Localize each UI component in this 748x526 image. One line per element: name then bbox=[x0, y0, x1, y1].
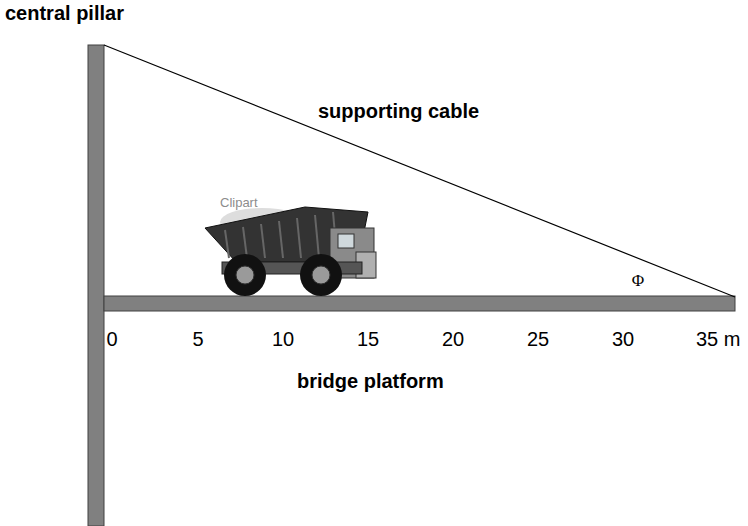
hub bbox=[236, 266, 254, 284]
cab-window bbox=[338, 234, 354, 248]
cable bbox=[104, 45, 735, 297]
watermark: Clipart bbox=[220, 196, 258, 211]
pillar bbox=[88, 45, 104, 526]
tick-label: 0 bbox=[106, 328, 117, 351]
angle-symbol: Φ bbox=[632, 271, 644, 291]
tick-label: 35 m bbox=[696, 328, 740, 351]
tick-label: 15 bbox=[357, 328, 379, 351]
bed-rib bbox=[261, 224, 265, 258]
bed-rib bbox=[243, 227, 247, 258]
platform bbox=[104, 296, 735, 311]
pillar-label: central pillar bbox=[5, 2, 124, 25]
platform-label: bridge platform bbox=[297, 370, 444, 393]
tick-label: 20 bbox=[442, 328, 464, 351]
bed-rib bbox=[297, 218, 301, 258]
bed-rib bbox=[279, 221, 283, 258]
bed-rib bbox=[225, 230, 229, 258]
tick-label: 5 bbox=[192, 328, 203, 351]
tick-label: 30 bbox=[612, 328, 634, 351]
wheel bbox=[224, 254, 266, 296]
bed-rib bbox=[315, 215, 319, 258]
hub bbox=[312, 266, 330, 284]
wheel bbox=[300, 254, 342, 296]
truck bbox=[205, 207, 376, 296]
tick-label: 10 bbox=[272, 328, 294, 351]
cable-label: supporting cable bbox=[318, 100, 479, 123]
tick-label: 25 bbox=[527, 328, 549, 351]
